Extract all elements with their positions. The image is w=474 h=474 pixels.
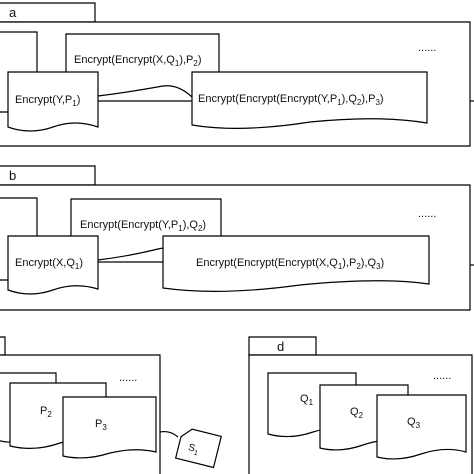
panel-d-doc-q2-label: Q2 <box>350 406 364 420</box>
panel-c-tag <box>174 428 222 469</box>
panel-c-doc-p2-label: P2 <box>40 405 52 419</box>
panel-b-msg-main: Encrypt(Encrypt(Encrypt(X,Q1),P2),Q3) <box>196 257 384 271</box>
panel-a-doc-main <box>191 71 428 129</box>
panel-a-msg-left: Encrypt(Y,P1) <box>15 94 80 108</box>
panel-a-ellipsis: ...... <box>418 42 436 54</box>
panel-b-doc-main <box>162 235 430 292</box>
panel-a-tab-label: a <box>9 5 17 20</box>
panel-c-tag-connector <box>159 430 179 438</box>
panel-b-ellipsis: ...... <box>418 208 436 220</box>
panel-d-doc-q1-label: Q1 <box>300 393 314 407</box>
panel-d-tab-label: d <box>277 339 284 354</box>
panel-c-ellipsis: ...... <box>119 372 137 384</box>
panel-b-msg-top: Encrypt(Encrypt(Y,P1),Q2) <box>80 219 206 233</box>
panel-a: a Encrypt(Encrypt(X,Q1),P2) Encrypt(Y,P1… <box>0 2 474 147</box>
panel-c-doc-p3 <box>62 396 157 459</box>
panel-d: d Q1 Q2 Q3 ...... <box>248 336 473 474</box>
panel-d-doc-q3 <box>376 394 467 460</box>
panel-a-msg-top: Encrypt(Encrypt(X,Q1),P2) <box>74 54 202 68</box>
panel-b: b Encrypt(Encrypt(Y,P1),Q2) Encrypt(X,Q1… <box>0 165 474 311</box>
panel-b-tab-label: b <box>9 168 16 183</box>
panel-a-msg-main: Encrypt(Encrypt(Encrypt(Y,P1),Q2),P3) <box>198 93 384 107</box>
panel-c: P2 P3 ...... S1 <box>0 336 222 474</box>
panel-c-tab <box>0 336 6 356</box>
panel-d-ellipsis: ...... <box>433 370 451 382</box>
panel-c-tag-label: S1 <box>187 442 200 457</box>
panel-c-doc-p3-label: P3 <box>95 418 107 432</box>
panel-a-connector <box>97 85 193 98</box>
panel-b-msg-left: Encrypt(X,Q1) <box>15 257 83 271</box>
panel-b-doc-left <box>7 235 99 295</box>
panel-a-doc-left <box>7 71 99 132</box>
panel-d-doc-q3-label: Q3 <box>407 416 421 430</box>
